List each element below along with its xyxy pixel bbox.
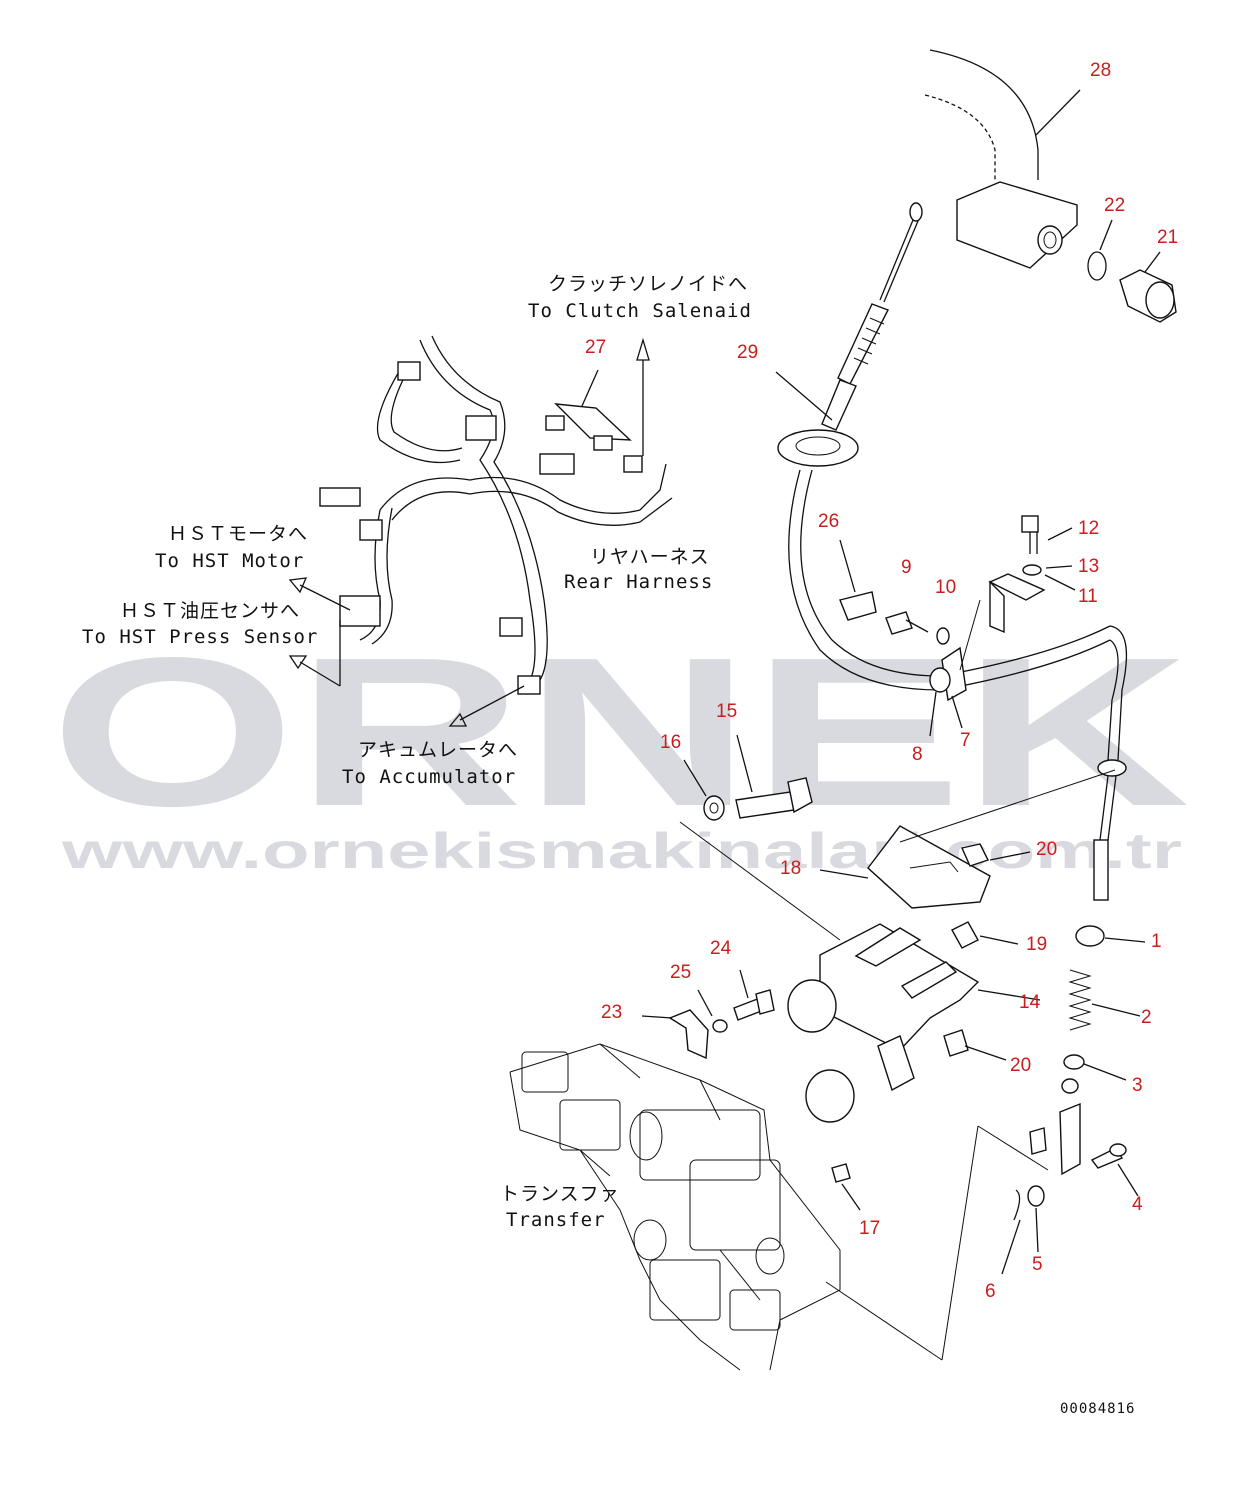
clamp-parts [839, 515, 1076, 737]
figure-code: 00084816 [1060, 1401, 1135, 1417]
clutch-solenoid-label-en: To Clutch Salenaid [528, 300, 752, 322]
callout-15: 15 [716, 701, 737, 722]
callout-22: 22 [1104, 195, 1125, 216]
callout-26: 26 [818, 511, 839, 532]
callout-5: 5 [1032, 1254, 1043, 1275]
callout-28: 28 [1090, 60, 1111, 81]
harness-labels: クラッチソレノイドへ To Clutch Salenaid ＨＳＴモータへ To… [82, 273, 752, 1231]
callout-21: 21 [1157, 227, 1178, 248]
callout-17: 17 [859, 1218, 880, 1239]
bracket-14 [679, 821, 1041, 1123]
hst-motor-label-jp: ＨＳＴモータへ [168, 523, 308, 545]
watermark-url: www.ornekismakinalari.com.tr [60, 823, 1182, 879]
callout-3: 3 [1132, 1075, 1143, 1096]
small-bolts [641, 969, 861, 1211]
accumulator-label-jp: アキュムレータへ [358, 739, 518, 761]
callout-4: 4 [1132, 1194, 1143, 1215]
callout-16: 16 [660, 732, 681, 753]
callout-11: 11 [1078, 586, 1098, 607]
transfer-label-jp: トランスファ [500, 1183, 620, 1205]
callout-25: 25 [670, 962, 691, 983]
callout-24: 24 [710, 938, 732, 959]
o-ring-22 [1087, 219, 1113, 281]
callout-23: 23 [601, 1002, 622, 1023]
control-cable-29 [775, 202, 1128, 901]
hst-motor-label-en: To HST Motor [155, 550, 304, 572]
accumulator-label-en: To Accumulator [342, 766, 516, 788]
pipe-block-assembly [924, 49, 1081, 269]
callout-9: 9 [901, 557, 912, 578]
clutch-solenoid-label-jp: クラッチソレノイドへ [548, 273, 748, 295]
watermark-brand: ORNEK [50, 613, 1190, 850]
callout-14: 14 [1019, 992, 1041, 1013]
callout-12: 12 [1078, 518, 1099, 539]
bolt-15-washer-16 [683, 734, 813, 821]
callout-10: 10 [935, 577, 956, 598]
rear-harness-label-jp: リヤハーネス [590, 546, 710, 568]
transfer-label-en: Transfer [506, 1209, 606, 1231]
callout-6: 6 [985, 1281, 996, 1302]
callout-7: 7 [960, 730, 971, 751]
plate-18 [819, 769, 1116, 909]
callout-2: 2 [1141, 1007, 1152, 1028]
transfer-housing [509, 1043, 841, 1371]
lever-assembly [825, 1102, 1139, 1361]
rear-harness [288, 335, 673, 727]
rear-harness-label-en: Rear Harness [564, 571, 713, 593]
callout-8: 8 [912, 744, 923, 765]
plug-21 [1119, 251, 1177, 323]
callout-18: 18 [780, 858, 801, 879]
callout-19: 19 [1026, 934, 1047, 955]
callout-20-upper: 20 [1036, 839, 1057, 860]
callout-1: 1 [1151, 931, 1162, 952]
callout-20-lower: 20 [1010, 1055, 1031, 1076]
hst-press-label-jp: ＨＳＴ油圧センサへ [120, 600, 300, 622]
callout-numbers: 1 2 3 4 5 6 7 8 9 10 11 12 13 14 15 16 1… [585, 60, 1178, 1302]
spring-stack [1061, 925, 1146, 1094]
callout-29: 29 [737, 342, 758, 363]
hst-press-label-en: To HST Press Sensor [82, 626, 318, 648]
callout-13: 13 [1078, 556, 1099, 577]
callout-27: 27 [585, 337, 606, 358]
